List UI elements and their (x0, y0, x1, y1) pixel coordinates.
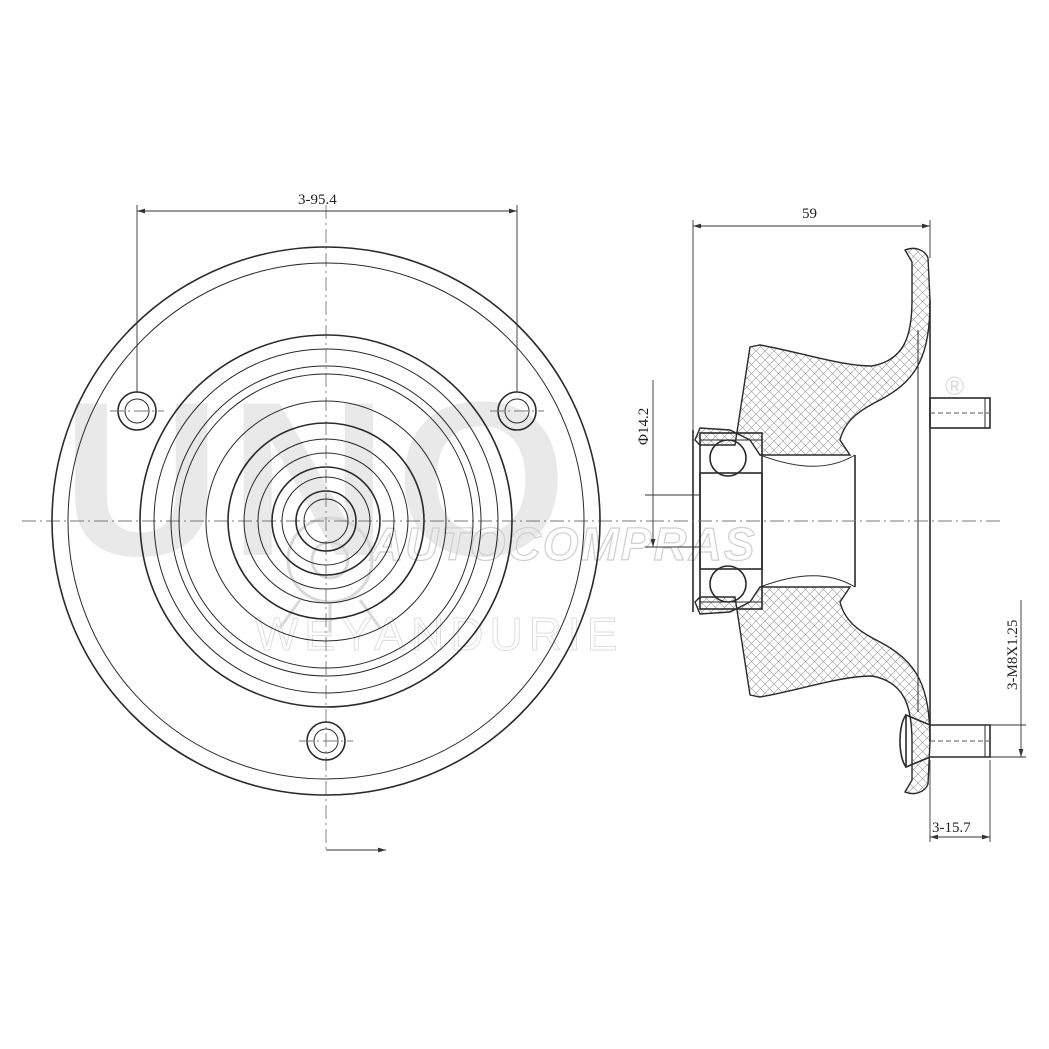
bearing-ring-3 (257, 452, 395, 590)
dimension-thread-label: 3-M8X1.25 (1005, 620, 1021, 690)
inner-race-ring (281, 476, 371, 566)
dimension-thread: 3-M8X1.25 (990, 600, 1026, 758)
dimension-stud-length-label: 3-15.7 (932, 820, 971, 836)
watermark-brand: UNO (62, 356, 575, 602)
watermark-logo-icon (278, 516, 382, 632)
dimension-bore-label: Φ14.2 (636, 408, 652, 445)
dimension-width: 59 (692, 206, 931, 430)
dimension-bolt-circle: 3-95.4 (136, 192, 518, 392)
dimension-width-label: 59 (802, 206, 817, 222)
bolt-hole-bottom (299, 721, 353, 761)
watermark: UNO ® AUTOCOMPRAS WEYANDURIE (62, 356, 964, 661)
body-bore-curve-bottom (759, 575, 856, 588)
bearing-ring-2 (243, 438, 409, 604)
side-section-view: 59 Φ14.2 3-M8X1.25 3-15.7 (636, 206, 1026, 842)
dimension-bore: Φ14.2 (636, 380, 700, 548)
body-ring-1 (139, 334, 513, 708)
dimension-bolt-circle-label: 3-95.4 (298, 192, 337, 208)
bearing-inner-ring (271, 466, 381, 576)
bearing-outer-ring (227, 422, 425, 620)
watermark-line-1: AUTOCOMPRAS (369, 518, 757, 570)
stud-upper (929, 397, 991, 429)
outer-flange-circle (51, 246, 601, 796)
body-ring-5 (205, 400, 447, 642)
dimension-stud-length: 3-15.7 (929, 760, 991, 842)
bore-circle (295, 490, 357, 552)
body-bore-curve-top (759, 454, 856, 467)
section-body-lower (694, 586, 931, 795)
section-body-upper (694, 247, 931, 456)
body-ring-3 (170, 365, 482, 677)
flange-edge-circle (67, 262, 585, 780)
watermark-line-2: WEYANDURIE (255, 608, 623, 660)
watermark-registered-mark: ® (945, 371, 964, 401)
body-ring-4 (178, 373, 474, 669)
bore-inner-circle (303, 498, 349, 544)
body-ring-2 (153, 348, 499, 694)
front-view: 3-95.4 (22, 192, 650, 853)
